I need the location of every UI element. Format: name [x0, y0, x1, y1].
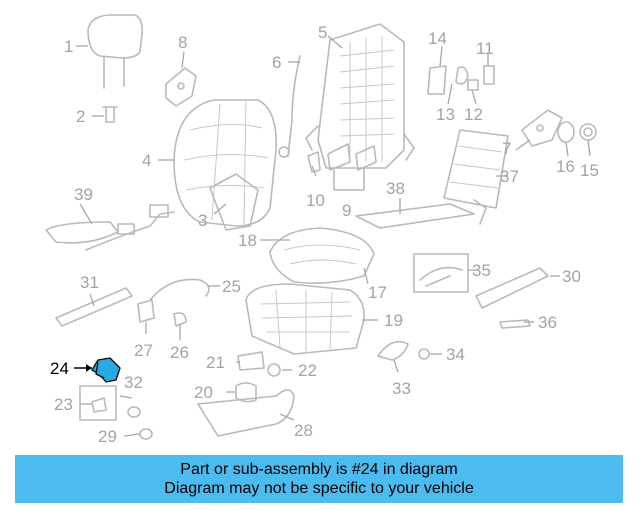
callout-16: 16: [556, 157, 575, 176]
callout-7: 7: [502, 139, 511, 158]
part-board-38: [355, 199, 487, 229]
callout-21: 21: [206, 353, 225, 372]
callout-20: 20: [194, 383, 213, 402]
callout-26: 26: [170, 343, 189, 362]
callout-35: 35: [472, 261, 491, 280]
part-24-highlighted[interactable]: [91, 357, 121, 383]
callout-29: 29: [98, 427, 117, 446]
callout-8: 8: [178, 33, 187, 52]
callout-27: 27: [134, 341, 153, 360]
part-side-panel-3: [209, 173, 259, 231]
callout-6: 6: [272, 53, 281, 72]
part-clip-26: [173, 312, 187, 327]
callout-39: 39: [74, 185, 93, 204]
callout-14: 14: [428, 29, 447, 48]
part-switch-assembly-35: [413, 253, 469, 293]
part-seat-frame: [245, 283, 366, 355]
callout-15: 15: [580, 161, 599, 180]
part-seatback-frame: [305, 23, 415, 169]
part-cap-32: [127, 406, 141, 418]
callout-37: 37: [500, 167, 519, 186]
banner-line-part-number: Part or sub-assembly is #24 in diagram: [180, 461, 458, 478]
callout-25: 25: [222, 277, 241, 296]
callout-5: 5: [318, 23, 327, 42]
callout-12: 12: [464, 105, 483, 124]
callout-18: 18: [238, 231, 257, 250]
part-seat-cushion: [269, 227, 375, 284]
part-back-panel-37: [443, 129, 509, 209]
part-side-trim-30: [475, 267, 549, 309]
callout-22: 22: [298, 361, 317, 380]
callout-23: 23: [54, 395, 73, 414]
part-trim-31: [55, 287, 133, 327]
part-lever-33: [377, 340, 409, 361]
callout-17: 17: [368, 283, 387, 302]
part-cable-25: [149, 278, 210, 301]
callout-4: 4: [142, 151, 151, 170]
banner-line-disclaimer: Diagram may not be specific to your vehi…: [164, 480, 474, 497]
part-cable-6: [278, 55, 301, 158]
callout-2: 2: [76, 107, 85, 126]
parts-line-art: [45, 14, 597, 440]
callout-34: 34: [446, 345, 465, 364]
callout-13: 13: [436, 105, 455, 124]
seat-parts-diagram: 1 2 3 4 5 6 7 8 9 10 11 12 13 14 15 16 1…: [45, 14, 599, 446]
part-cap-34: [418, 348, 430, 360]
callout-31: 31: [80, 273, 99, 292]
part-cap-29: [139, 428, 153, 440]
callout-32: 32: [124, 373, 143, 392]
callout-numbers: 1 2 3 4 5 6 7 8 9 10 11 12 13 14 15 16 1…: [50, 23, 599, 446]
callout-28: 28: [294, 421, 313, 440]
part-seatback-cover: [173, 99, 277, 227]
part-adjuster-21: [237, 351, 265, 371]
part-cover-28: [197, 389, 295, 437]
part-bracket-8: [165, 67, 197, 107]
callout-33: 33: [392, 379, 411, 398]
part-switches: [427, 65, 495, 95]
callout-9: 9: [342, 201, 351, 220]
callout-38: 38: [386, 179, 405, 198]
part-recliner-hardware: [521, 109, 597, 147]
part-box-23: [79, 385, 117, 421]
part-clip-27: [137, 299, 155, 323]
callout-1: 1: [64, 37, 73, 56]
part-knob-22: [267, 363, 281, 377]
part-headrest: [87, 14, 143, 89]
callout-11: 11: [476, 39, 494, 58]
info-banner: Part or sub-assembly is #24 in diagram D…: [15, 455, 623, 503]
callout-10: 10: [306, 191, 325, 210]
callout-24-highlighted[interactable]: 24: [50, 359, 69, 378]
callout-36: 36: [538, 313, 557, 332]
callout-3: 3: [198, 211, 207, 230]
callout-30: 30: [562, 267, 581, 286]
part-small-brackets: [307, 143, 377, 173]
part-headrest-guide: [102, 106, 118, 123]
leader-lines: [74, 35, 591, 437]
part-handle-36: [499, 319, 531, 329]
callout-19: 19: [384, 311, 403, 330]
part-harness-39: [45, 204, 175, 251]
